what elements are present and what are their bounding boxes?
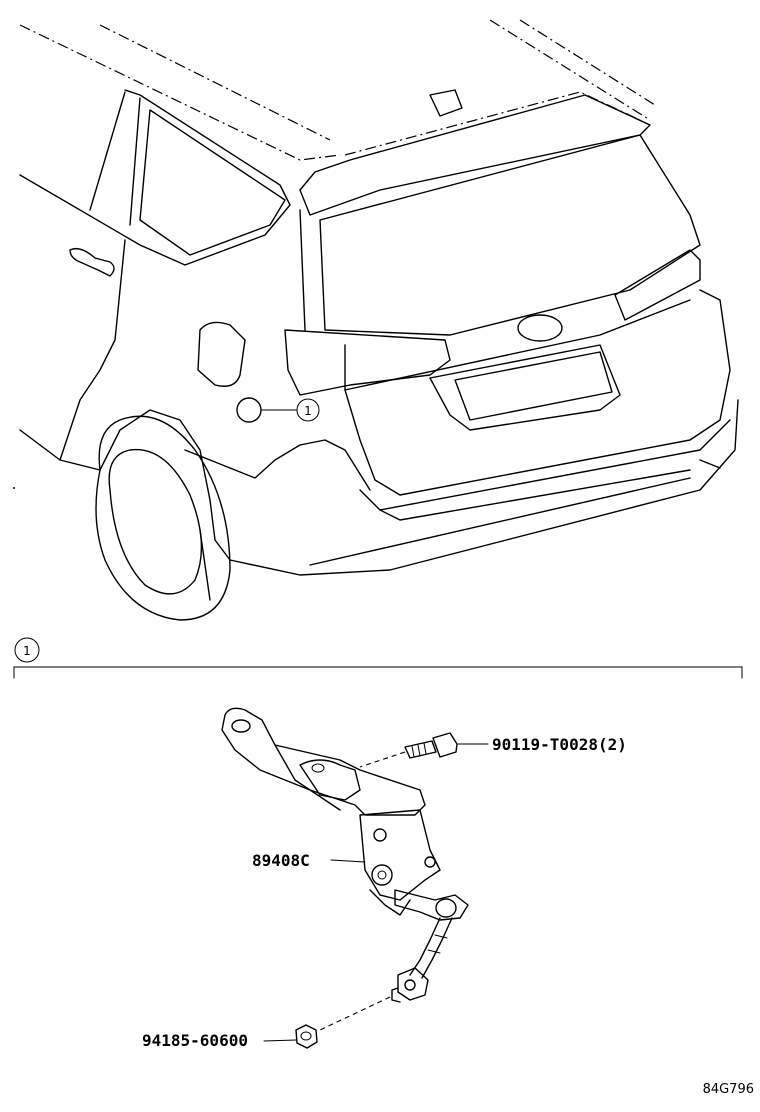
bolt-90119-T0028: [404, 740, 437, 759]
callout-number-top: 1: [304, 404, 312, 418]
detail-section-header: 1: [13, 637, 743, 679]
part-label-bolt: 90119-T0028(2): [492, 735, 627, 754]
sensor-location-marker: [236, 397, 262, 423]
callout-number-section: 1: [23, 644, 31, 658]
figure-id: 84G796: [703, 1082, 754, 1097]
nut-94185-60600: [295, 1024, 318, 1049]
height-sensor-assembly: [221, 707, 469, 1049]
part-label-sensor: 89408C: [252, 851, 310, 870]
callout-circle-top: [296, 398, 320, 422]
part-label-nut: 94185-60600: [142, 1031, 248, 1050]
vehicle-illustration: 1: [13, 19, 739, 621]
callout-circle-section: [14, 637, 40, 663]
